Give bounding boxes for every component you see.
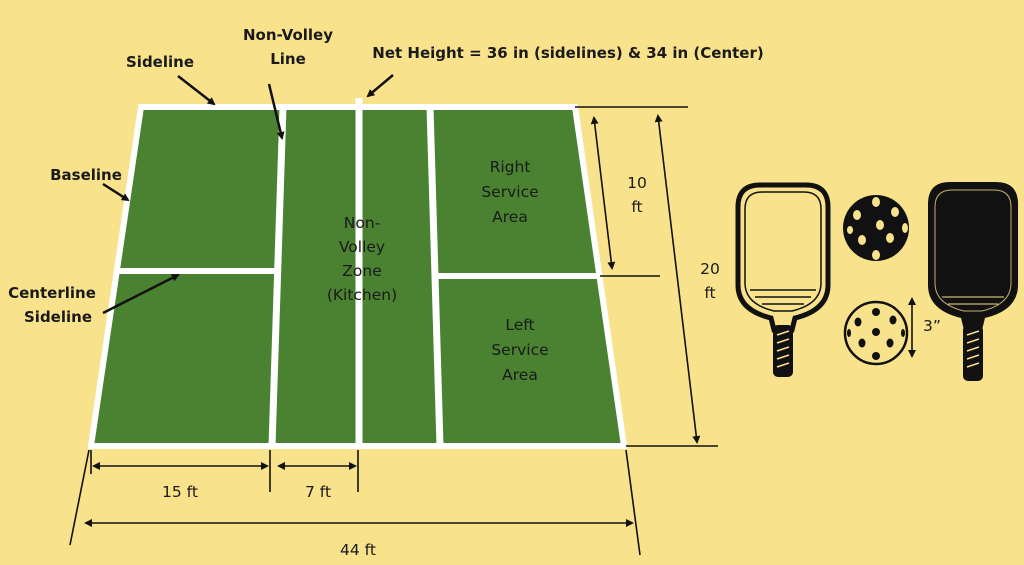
svg-text:Left: Left bbox=[505, 316, 534, 334]
dim-15ft: 15 ft bbox=[162, 483, 198, 501]
dimension-lines bbox=[69, 106, 718, 556]
centerline-label-1: Centerline bbox=[8, 284, 96, 302]
court bbox=[87, 98, 628, 449]
left-non-volley-line bbox=[268, 106, 287, 447]
baseline-label: Baseline bbox=[50, 166, 122, 184]
non-volley-line-label-2: Line bbox=[270, 50, 306, 68]
svg-text:Zone: Zone bbox=[342, 262, 381, 280]
dim-10ft-1: 10 bbox=[627, 174, 647, 192]
sideline-arrow bbox=[177, 75, 216, 106]
outline-paddle-icon bbox=[735, 182, 831, 377]
sideline-label: Sideline bbox=[126, 53, 194, 71]
svg-text:Service: Service bbox=[481, 183, 538, 201]
solid-paddle-icon bbox=[928, 182, 1018, 381]
svg-text:Non-: Non- bbox=[344, 214, 381, 232]
svg-text:Area: Area bbox=[492, 208, 528, 226]
svg-text:Volley: Volley bbox=[339, 238, 385, 256]
dark-pickleball-icon bbox=[843, 195, 909, 261]
dim-20ft-2: ft bbox=[704, 284, 715, 302]
dim-44ft: 44 ft bbox=[340, 541, 376, 559]
light-pickleball-icon bbox=[843, 300, 909, 366]
centerline-label-2: Sideline bbox=[24, 308, 92, 326]
dim-10ft-2: ft bbox=[631, 198, 642, 216]
net-height-label: Net Height = 36 in (sidelines) & 34 in (… bbox=[372, 44, 763, 62]
svg-text:Service: Service bbox=[491, 341, 548, 359]
dim-20ft-1: 20 bbox=[700, 260, 720, 278]
kitchen-label: Non- Volley Zone (Kitchen) bbox=[327, 214, 397, 304]
baseline-arrow bbox=[102, 182, 130, 202]
left-service-area-label: Left Service Area bbox=[491, 316, 548, 384]
svg-text:Area: Area bbox=[502, 366, 538, 384]
non-volley-line-label-1: Non-Volley bbox=[243, 26, 333, 44]
right-service-area-label: Right Service Area bbox=[481, 158, 538, 226]
dim-7ft: 7 ft bbox=[305, 483, 331, 501]
net-arrow bbox=[366, 74, 394, 98]
svg-text:(Kitchen): (Kitchen) bbox=[327, 286, 397, 304]
svg-text:Right: Right bbox=[490, 158, 531, 176]
non-volley-line-arrow bbox=[267, 83, 285, 140]
centerline-arrow bbox=[102, 273, 180, 315]
ball-diameter-label: 3” bbox=[923, 317, 941, 335]
